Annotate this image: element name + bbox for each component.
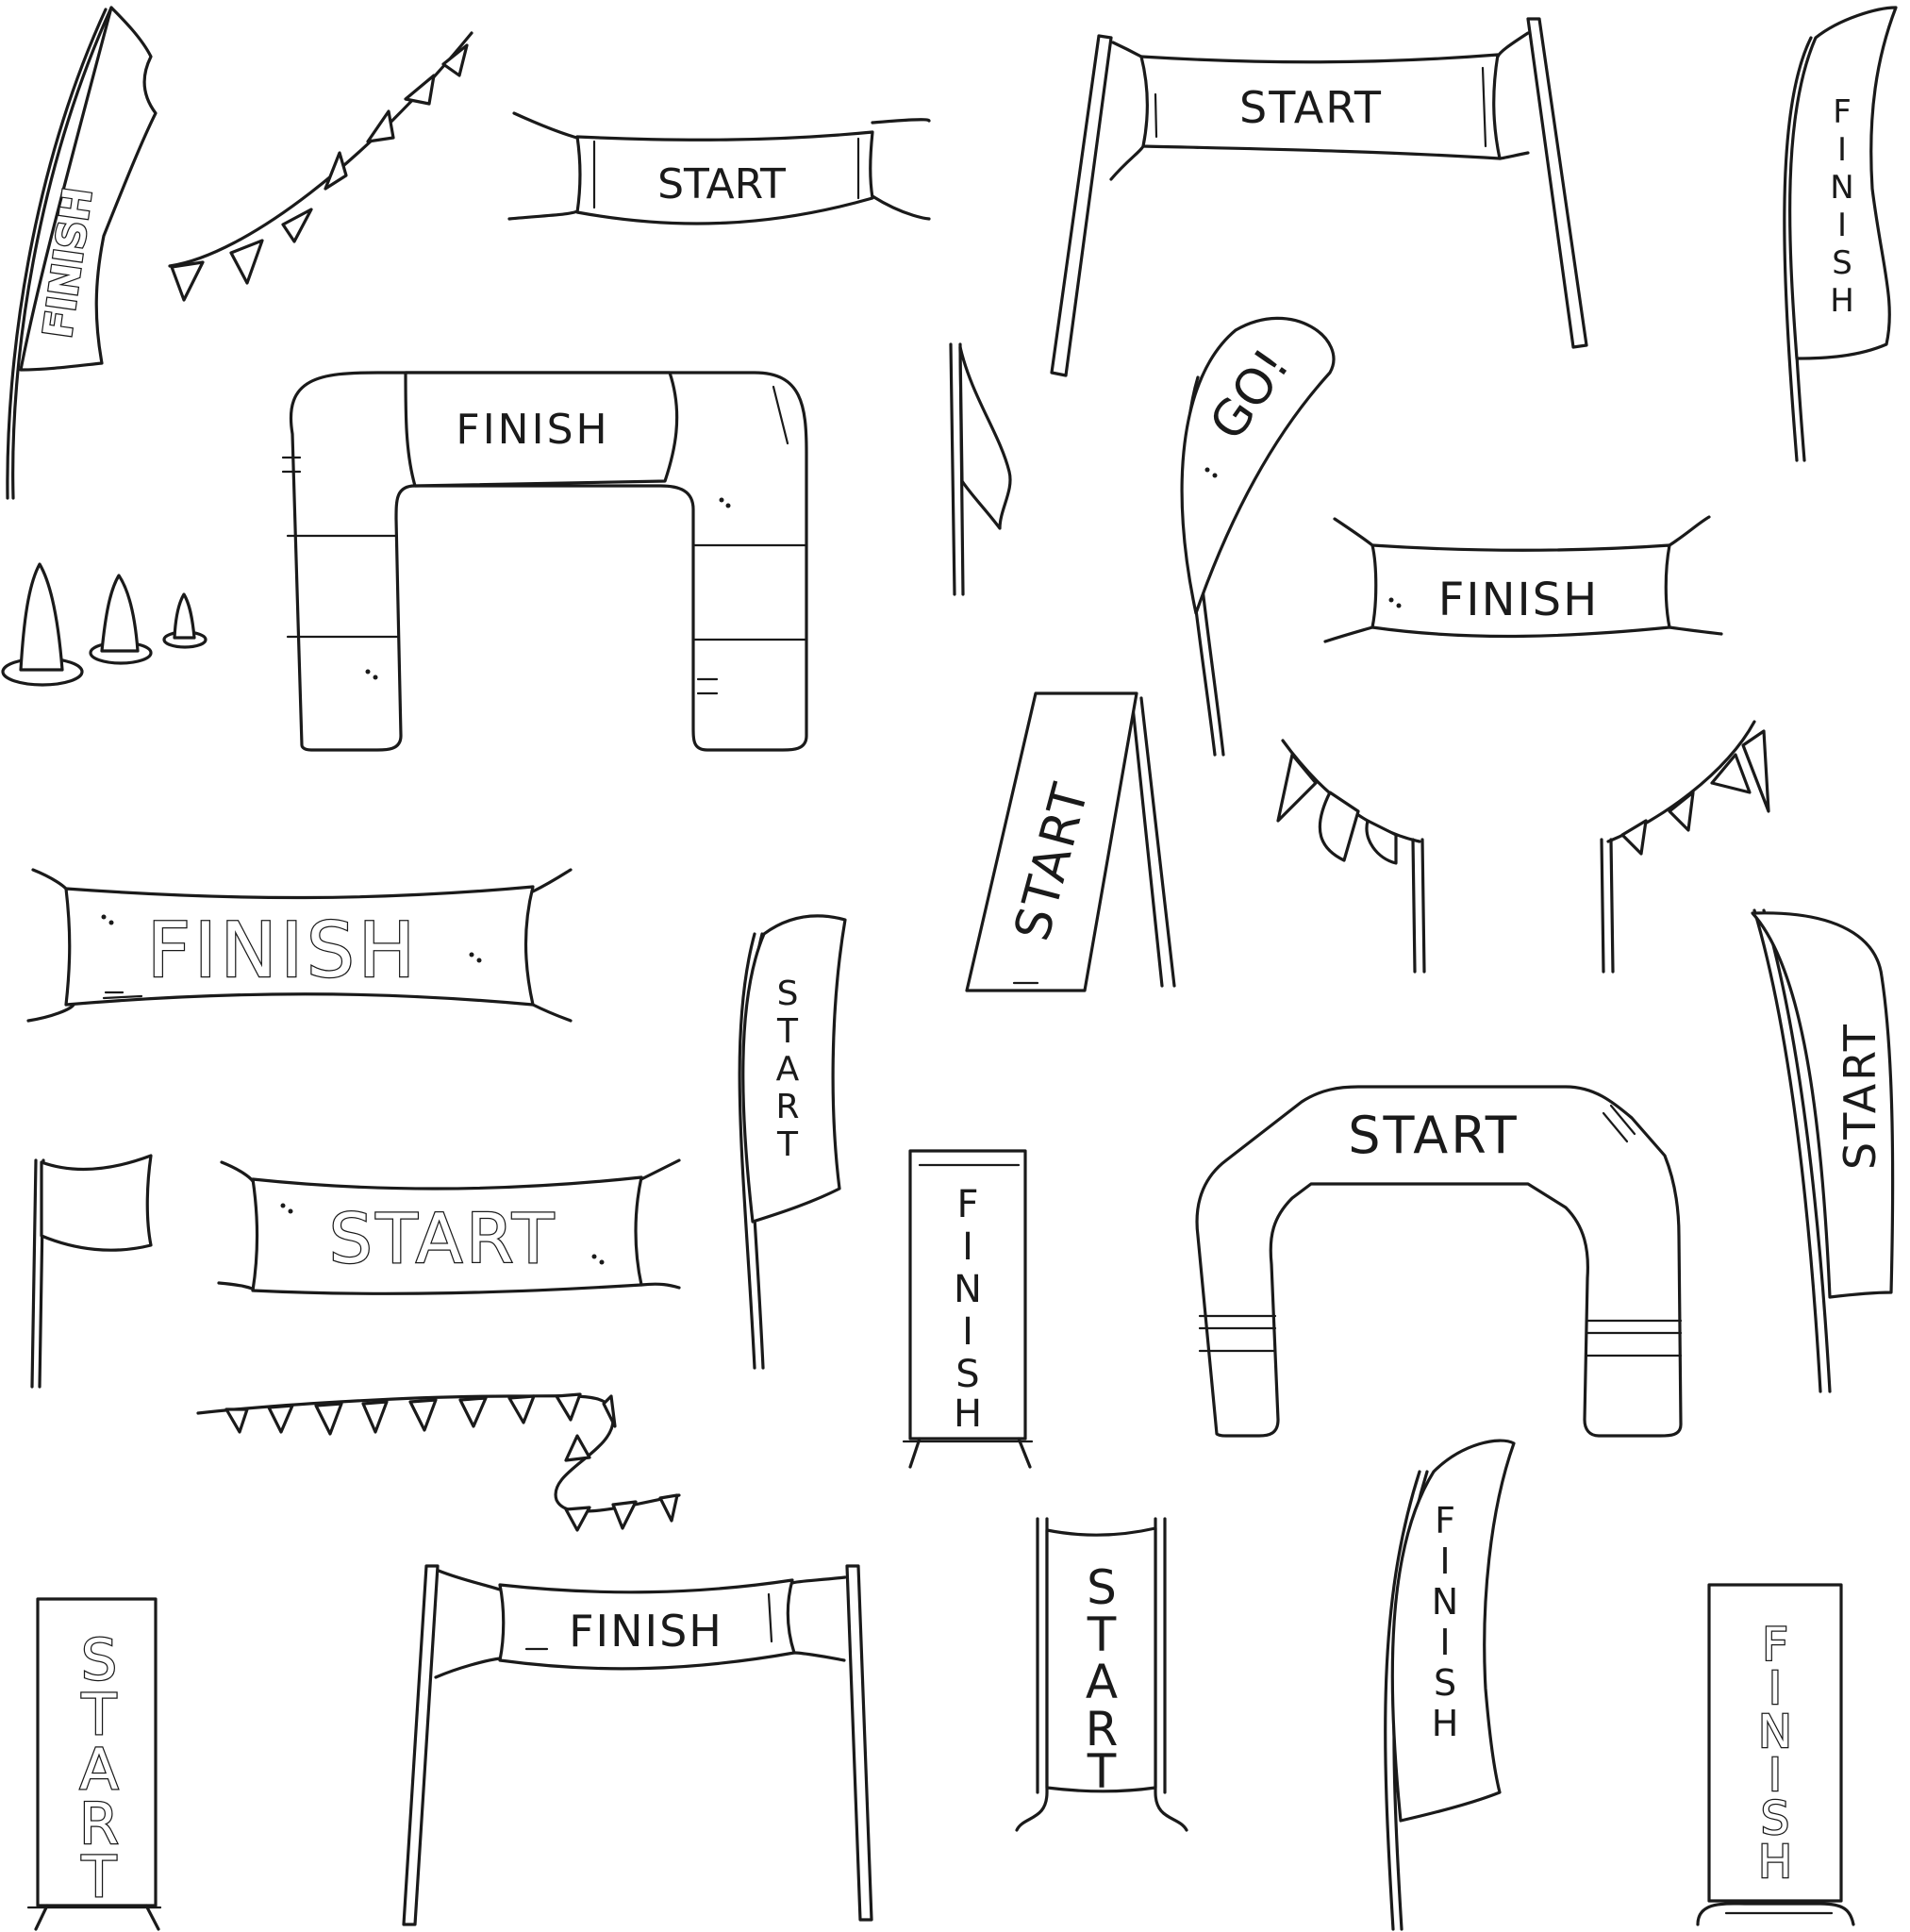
start-stand-bottom-left: S T A R T xyxy=(26,1597,162,1931)
inflatable-arch-start-label: START xyxy=(1348,1106,1520,1165)
feather-flag-finish-top-right-letters: F I N I S H xyxy=(1830,93,1854,320)
letter: H xyxy=(1432,1703,1459,1744)
start-feather-flag-right: START xyxy=(1751,908,1895,1393)
start-gate-top-right: START xyxy=(1050,17,1588,377)
start-stand-bottom-left-letters: S T A R T xyxy=(78,1626,120,1912)
letter: I xyxy=(1769,1749,1782,1802)
letter: S xyxy=(1832,244,1852,282)
finish-feather-flag-bottom: F I N I S H xyxy=(1384,1439,1516,1931)
letter: F xyxy=(1435,1500,1455,1541)
letter: T xyxy=(81,1682,117,1748)
inflatable-arch-finish-label: FINISH xyxy=(456,406,609,454)
letter: S xyxy=(1761,1792,1789,1845)
letter: H xyxy=(1758,1836,1792,1889)
letter: I xyxy=(1439,1541,1450,1582)
start-banner-top-small-label: START xyxy=(657,160,786,208)
letter: I xyxy=(1837,131,1847,169)
finish-banner-right-small-label: FINISH xyxy=(1438,574,1599,626)
letter: S xyxy=(81,1627,117,1693)
finish-stand-bottom-right: F I N I S H xyxy=(1696,1583,1855,1926)
start-a-frame-sign: START xyxy=(965,691,1176,992)
letter: T xyxy=(776,1012,799,1051)
letter: I xyxy=(962,1310,973,1354)
letter: I xyxy=(1837,207,1847,244)
letter: T xyxy=(81,1844,117,1910)
finish-stand-bottom-right-letters: F I N I S H xyxy=(1757,1618,1794,1890)
letter: H xyxy=(1830,282,1854,320)
letter: T xyxy=(1087,1744,1117,1799)
finish-banner-large: FINISH xyxy=(26,868,573,1023)
letter: I xyxy=(1439,1622,1450,1663)
letter: R xyxy=(1086,1702,1119,1757)
letter: T xyxy=(1087,1607,1117,1662)
start-feather-flag-letters: S T A R T xyxy=(775,974,799,1164)
inflatable-arch-finish: FINISH xyxy=(281,371,808,752)
finish-feather-flag-bottom-letters: F I N I S H xyxy=(1432,1500,1459,1744)
inflatable-arch-start: START xyxy=(1195,1085,1683,1438)
letter: A xyxy=(79,1737,118,1803)
letter: F xyxy=(1833,93,1852,131)
start-banner-left-middle-label: START xyxy=(329,1199,557,1278)
letter: I xyxy=(962,1225,973,1269)
finish-gate-bottom-label: FINISH xyxy=(569,1606,723,1657)
letter: F xyxy=(956,1183,978,1226)
letter: A xyxy=(1086,1655,1118,1709)
small-waving-flag xyxy=(30,1154,153,1389)
finish-gate-bottom: FINISH xyxy=(402,1564,873,1926)
traffic-cones xyxy=(1,562,208,687)
finish-stand-center-letters: F I N I S H xyxy=(954,1183,982,1436)
tall-flag-center-top xyxy=(949,342,1012,596)
bunting-right-middle xyxy=(1276,720,1770,974)
finish-banner-large-label: FINISH xyxy=(147,907,419,994)
feather-flag-finish-top-left: FINISH xyxy=(6,6,158,500)
start-banner-top-small: START xyxy=(507,111,931,225)
letter: H xyxy=(954,1392,982,1436)
start-feather-flag-right-label: START xyxy=(1835,1022,1885,1170)
letter: S xyxy=(777,974,799,1013)
start-feather-flag-center: S T A R T xyxy=(738,914,847,1370)
bunting-lower-left-wavy xyxy=(196,1392,681,1532)
letter: I xyxy=(1769,1662,1782,1715)
start-stand-bottom-center: S T A R T xyxy=(1015,1517,1188,1832)
letter: F xyxy=(1762,1619,1788,1672)
start-banner-left-middle: START xyxy=(217,1158,681,1295)
letter: S xyxy=(1434,1662,1456,1704)
letter: S xyxy=(955,1353,979,1396)
letter: N xyxy=(1758,1706,1792,1758)
start-stand-bottom-center-letters: S T A R T xyxy=(1086,1560,1119,1799)
letter: N xyxy=(1432,1581,1458,1623)
letter: N xyxy=(1830,169,1853,207)
start-gate-top-right-label: START xyxy=(1239,82,1383,133)
letter: R xyxy=(775,1088,799,1126)
feather-flag-finish-top-right: F I N I S H xyxy=(1783,6,1898,462)
letter: N xyxy=(954,1268,982,1311)
letter: A xyxy=(776,1050,800,1089)
letter: S xyxy=(1087,1560,1117,1615)
letter: T xyxy=(776,1125,799,1164)
letter: R xyxy=(79,1791,119,1857)
finish-stand-center: F I N I S H xyxy=(902,1149,1034,1469)
finish-banner-right-small: FINISH xyxy=(1323,515,1723,643)
go-feather-flag: GO! xyxy=(1180,316,1336,757)
bunting-top-left xyxy=(168,31,473,302)
